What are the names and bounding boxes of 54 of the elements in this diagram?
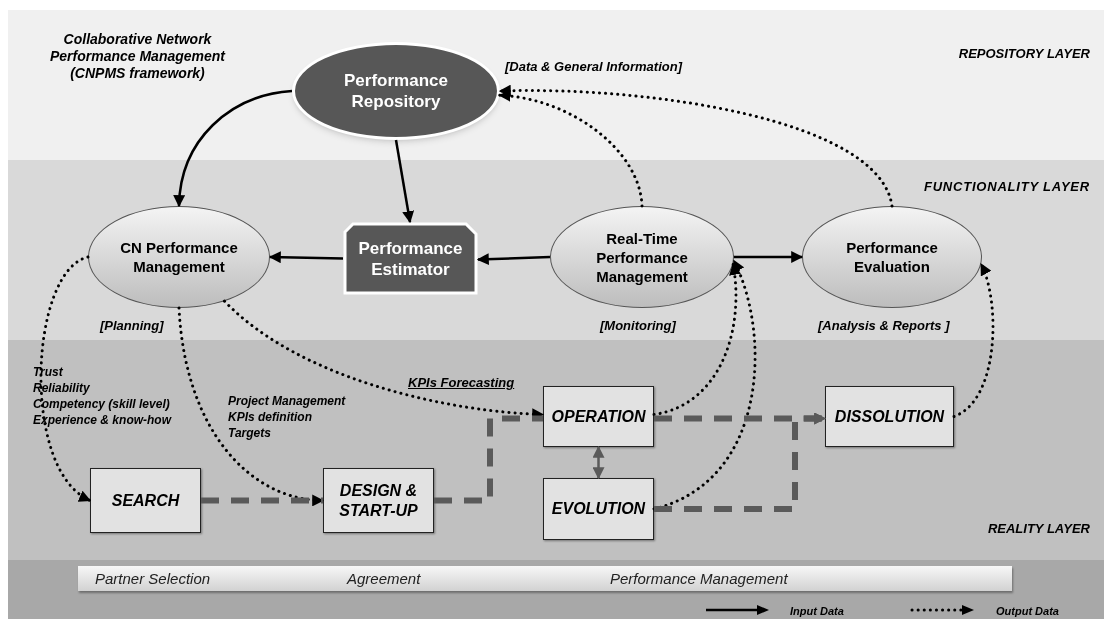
input-data-arrow [476,253,551,266]
output-data-arrow [498,90,644,208]
input-data-arrow [394,139,415,224]
note-text: Experience & know-how [33,413,172,428]
layer-band [8,10,1104,160]
output-data-arrow [654,412,827,512]
output-data-arrow [39,255,92,502]
layer-label: REPOSITORY LAYER [958,45,1090,63]
legend-label: Output Data [996,604,1059,619]
phase-label: Agreement [347,569,421,589]
phase-bar [78,566,1012,591]
diagram-title: Collaborative Network Performance Management (CNPMS framework) [48,31,227,82]
note-text: Targets [228,426,271,441]
node-text: EVOLUTION [550,499,647,519]
layer-label: REALITY LAYER [987,519,1090,538]
stage-box [543,478,654,540]
node-text: DISSOLUTION [833,406,946,427]
node-text: CN Performance Management [119,238,239,276]
estimator-box [343,222,478,295]
layer-band [8,160,1104,340]
node-text: OPERATION [550,406,647,427]
layer-band [8,340,1104,560]
node-text: Real-Time Performance Management [595,228,689,286]
note-text: Reliability [33,381,90,396]
node-caption: [Analysis & Reports ] [818,317,950,335]
legend-label: Input Data [790,604,844,619]
node-text: Performance Evaluation [845,238,939,276]
note-text: Project Management [228,394,346,409]
input-data-arrow [268,251,344,264]
input-data-arrow [173,89,293,208]
node-text: DESIGN & START-UP [338,480,419,521]
stage-box [90,468,201,533]
output-data-arrow [498,84,894,208]
node-caption: [Planning] [100,317,164,335]
node-caption: [Data & General Information] [505,58,682,76]
edge-label: KPIs Forecasting [408,374,515,392]
output-data-arrow [952,262,995,418]
output-data-arrow [177,306,325,506]
input-data-arrow [592,445,605,480]
stage-box [543,386,654,447]
note-text: KPIs definition [228,410,312,425]
input-data-arrow [734,251,804,263]
layer-label: FUNCTIONALITY LAYER [924,178,1090,196]
output-data-arrow [652,259,757,511]
node-text: Performance Repository [343,70,449,112]
stage-box [323,468,434,533]
node-text: Performance Estimator [357,237,464,280]
output-data-arrow [652,262,741,416]
note-text: Competency (skill level) [33,397,170,412]
stage-box [825,386,954,447]
node-text: SEARCH [110,490,181,511]
phase-label: Performance Management [610,569,788,589]
node-caption: [Monitoring] [600,317,676,335]
phase-label: Partner Selection [95,569,211,589]
